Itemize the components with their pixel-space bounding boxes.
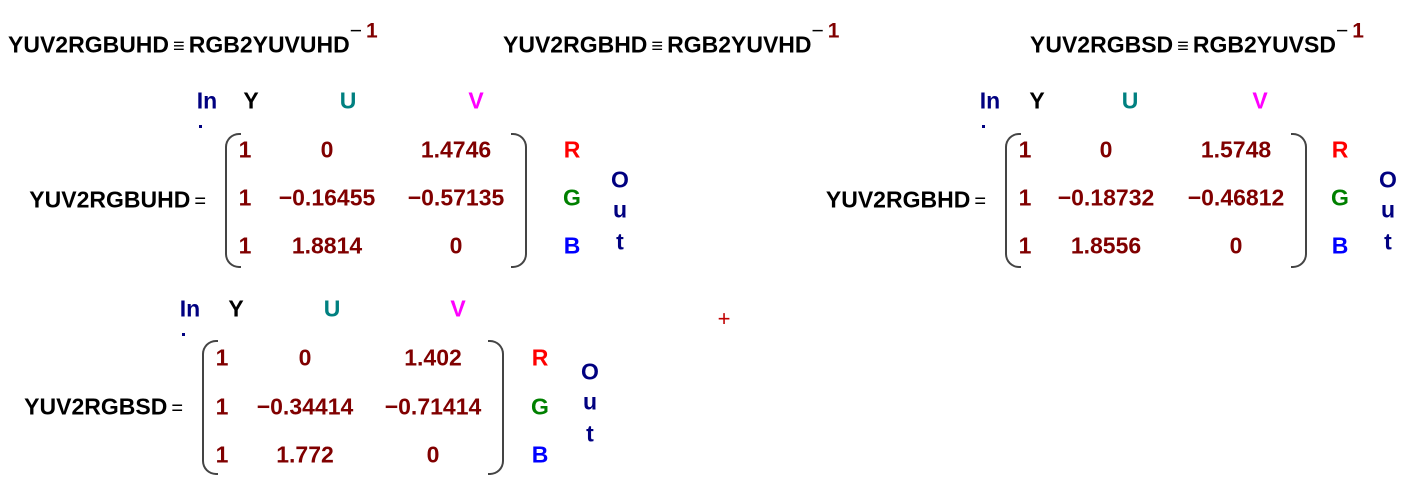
matrix-result-label[interactable]: YUV2RGBSD=: [24, 394, 187, 421]
definition-operator: ≡: [651, 35, 664, 58]
definition-rhs: RGB2YUVSD: [1192, 31, 1336, 58]
matrix-cell-r2-c3: −0.46812: [1187, 184, 1285, 211]
in-label-dot: [199, 125, 202, 128]
matrix-cell-r1-c2: 0: [1099, 136, 1113, 163]
in-label: In: [179, 295, 201, 322]
equals-sign: =: [194, 190, 206, 213]
row-label-g: G: [563, 184, 581, 211]
matrix-cell-r1-c2: 0: [320, 136, 334, 163]
equals-sign: =: [171, 397, 183, 420]
right-parenthesis: [1291, 133, 1307, 268]
column-header-u: U: [339, 87, 357, 114]
definition-rhs: RGB2YUVHD: [667, 31, 812, 58]
matrix-cell-r3-c1: 1: [238, 232, 252, 259]
definition-rhs: RGB2YUVUHD: [188, 31, 350, 58]
in-label: In: [979, 87, 1001, 114]
matrix-cell-r1-c3: 1.4746: [420, 136, 492, 163]
definition-yuv2rgbhd[interactable]: YUV2RGBHD≡RGB2YUVHD−1: [503, 20, 839, 59]
matrix-name: YUV2RGBHD: [825, 186, 971, 213]
row-label-b: B: [531, 441, 549, 468]
matrix-cell-r2-c3: −0.71414: [384, 393, 482, 420]
matrix-cell-r1-c3: 1.5748: [1200, 136, 1272, 163]
out-label-letter: u: [612, 196, 628, 223]
matrix-cell-r3-c3: 0: [449, 232, 463, 259]
out-label-letter: u: [1380, 196, 1396, 223]
matrix-cell-r2-c3: −0.57135: [407, 184, 505, 211]
definition-operator: ≡: [173, 35, 185, 58]
out-label-letter: u: [582, 388, 598, 415]
exponent-sign: −: [349, 19, 362, 43]
matrix-cell-r2-c1: 1: [215, 393, 229, 420]
matrix-cell-r1-c2: 0: [298, 344, 312, 371]
column-header-y: Y: [243, 87, 259, 114]
matrix-cell-r3-c1: 1: [1018, 232, 1032, 259]
exponent: 1: [366, 19, 378, 43]
matrix-cell-r1-c1: 1: [215, 344, 229, 371]
crosshair-cursor: +: [717, 306, 731, 331]
matrix-cell-r3-c2: 1.772: [276, 441, 334, 468]
matrix-cell-r2-c2: −0.18732: [1057, 184, 1155, 211]
definition-lhs: YUV2RGBUHD: [8, 31, 170, 58]
matrix-cell-r3-c3: 0: [1229, 232, 1243, 259]
matrix-cell-r1-c1: 1: [238, 136, 252, 163]
definition-operator: ≡: [1177, 35, 1189, 58]
row-label-b: B: [1331, 232, 1349, 259]
column-header-u: U: [323, 295, 341, 322]
left-parenthesis: [225, 133, 241, 268]
column-header-y: Y: [1029, 87, 1045, 114]
row-label-r: R: [1331, 136, 1349, 163]
row-label-r: R: [563, 136, 581, 163]
row-label-r: R: [531, 344, 549, 371]
row-label-g: G: [531, 393, 549, 420]
matrix-cell-r1-c3: 1.402: [404, 344, 462, 371]
matrix-result-label[interactable]: YUV2RGBUHD=: [29, 187, 210, 214]
column-header-v: V: [1252, 87, 1268, 114]
column-header-y: Y: [228, 295, 244, 322]
matrix-name: YUV2RGBUHD: [29, 186, 191, 213]
right-parenthesis: [511, 133, 527, 268]
column-header-u: U: [1121, 87, 1139, 114]
matrix-cell-r2-c2: −0.16455: [278, 184, 376, 211]
matrix-cell-r2-c1: 1: [238, 184, 252, 211]
exponent: 1: [827, 19, 840, 43]
matrix-name: YUV2RGBSD: [24, 393, 168, 420]
row-label-g: G: [1331, 184, 1349, 211]
matrix-cell-r1-c1: 1: [1018, 136, 1032, 163]
left-parenthesis: [1005, 133, 1021, 268]
out-label-letter: O: [611, 166, 629, 193]
in-label-dot: [182, 333, 185, 336]
definition-yuv2rgbuhd[interactable]: YUV2RGBUHD≡RGB2YUVUHD−1: [8, 20, 378, 59]
out-label-letter: t: [616, 228, 624, 255]
definition-lhs: YUV2RGBSD: [1030, 31, 1174, 58]
definition-yuv2rgbsd[interactable]: YUV2RGBSD≡RGB2YUVSD−1: [1030, 20, 1364, 59]
out-label-letter: O: [1379, 166, 1397, 193]
out-label-letter: O: [581, 358, 599, 385]
exponent-sign: −: [811, 19, 824, 43]
column-header-v: V: [450, 295, 466, 322]
in-label-dot: [982, 125, 985, 128]
out-label-letter: t: [586, 420, 594, 447]
exponent-sign: −: [1335, 19, 1349, 43]
matrix-cell-r3-c2: 1.8814: [291, 232, 363, 259]
exponent: 1: [1352, 19, 1364, 43]
in-label: In: [196, 87, 218, 114]
matrix-cell-r3-c2: 1.8556: [1070, 232, 1142, 259]
column-header-v: V: [468, 87, 484, 114]
definition-lhs: YUV2RGBHD: [503, 31, 648, 58]
equals-sign: =: [974, 190, 986, 213]
row-label-b: B: [563, 232, 581, 259]
out-label-letter: t: [1384, 228, 1392, 255]
matrix-cell-r2-c2: −0.34414: [256, 393, 354, 420]
matrix-cell-r3-c1: 1: [215, 441, 229, 468]
matrix-cell-r3-c3: 0: [426, 441, 440, 468]
matrix-result-label[interactable]: YUV2RGBHD=: [826, 187, 990, 214]
right-parenthesis: [488, 340, 504, 475]
matrix-cell-r2-c1: 1: [1018, 184, 1032, 211]
left-parenthesis: [202, 340, 218, 475]
